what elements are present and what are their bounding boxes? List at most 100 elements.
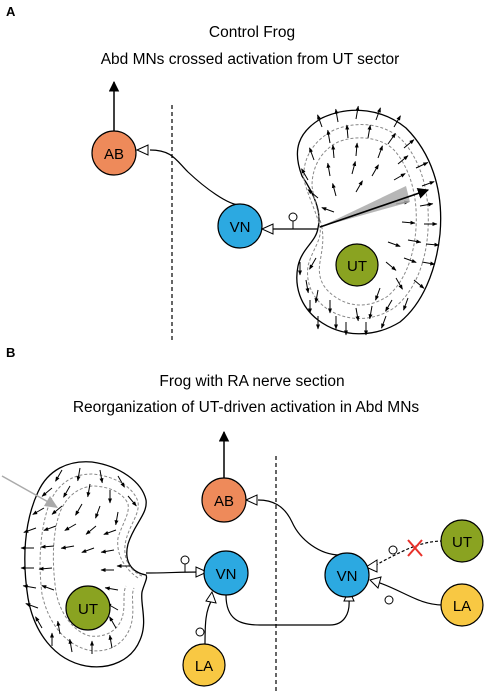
hair-cell-arrow bbox=[415, 162, 429, 169]
hair-cell-arrow bbox=[314, 289, 319, 304]
hair-cell-arrow bbox=[104, 586, 119, 591]
hair-cell-arrow bbox=[413, 279, 425, 289]
panel-a-ganglion-cell bbox=[288, 212, 298, 222]
panel-b-letter: B bbox=[6, 345, 15, 360]
hair-cell-arrow bbox=[35, 616, 43, 629]
hair-cell-arrow bbox=[407, 239, 422, 244]
panel-b-lesion-cross bbox=[407, 539, 423, 557]
panel-b-striola-outer bbox=[39, 473, 143, 652]
panel-b-ut-left-label: UT bbox=[78, 601, 98, 618]
hair-cell-arrow bbox=[108, 634, 113, 649]
panel-b-ganglion-cell-la-left bbox=[195, 627, 205, 637]
hair-cell-arrow bbox=[25, 603, 39, 609]
panel-b-la-right-label: LA bbox=[453, 598, 471, 615]
hair-cell-arrow bbox=[32, 507, 45, 515]
panel-b-ut-right-label: UT bbox=[452, 534, 472, 551]
hair-cell-arrow bbox=[387, 132, 396, 145]
panel-b-subtitle: Reorganization of UT-driven activation i… bbox=[73, 399, 420, 416]
hair-cell-arrow bbox=[109, 616, 117, 629]
hair-cell-arrow bbox=[425, 242, 440, 247]
hair-cell-arrow bbox=[331, 144, 336, 159]
panel-b-ganglion-cell-la-right bbox=[384, 595, 394, 605]
hair-cell-arrow bbox=[345, 124, 350, 139]
hair-cell-arrow bbox=[419, 202, 434, 207]
panel-b-la-left-node bbox=[182, 643, 226, 687]
panel-b-ab-label: AB bbox=[214, 493, 234, 510]
hair-cell-arrow bbox=[127, 495, 137, 507]
panel-a-hair-cell-arrows bbox=[298, 105, 440, 336]
panel-b-ut-right-node bbox=[440, 519, 484, 563]
panel-b-la-left-label: LA bbox=[195, 658, 213, 675]
panel-a-vn-synapse bbox=[260, 223, 274, 235]
hair-cell-arrow bbox=[381, 315, 387, 329]
hair-cell-arrow bbox=[367, 124, 372, 139]
hair-cell-arrow bbox=[387, 241, 401, 247]
hair-cell-arrow bbox=[76, 467, 81, 482]
hair-cell-arrow bbox=[355, 105, 360, 120]
panel-a-sector-vector bbox=[319, 187, 430, 228]
hair-cell-arrow bbox=[403, 257, 417, 263]
panel-a-title: Control Frog bbox=[209, 24, 295, 41]
hair-cell-arrow bbox=[309, 257, 317, 270]
panel-b-la-left-afferent bbox=[204, 597, 214, 646]
hair-cell-arrow bbox=[41, 487, 53, 497]
panel-b-vn-to-ab-axon bbox=[257, 499, 341, 556]
hair-cell-arrow bbox=[38, 566, 53, 571]
hair-cell-arrow bbox=[40, 544, 55, 549]
hair-cell-arrow bbox=[43, 525, 57, 531]
panel-a-striola-outer bbox=[303, 124, 429, 319]
hair-cell-arrow bbox=[60, 545, 75, 550]
hair-cell-arrow bbox=[421, 181, 435, 187]
hair-cell-arrow bbox=[114, 511, 119, 526]
hair-cell-arrow bbox=[56, 620, 61, 635]
hair-cell-arrow bbox=[68, 638, 73, 653]
panel-b-vn-right-label: VN bbox=[337, 568, 358, 585]
panel-b-ab-synapse bbox=[244, 494, 258, 506]
panel-b-incoming-vector bbox=[1, 475, 51, 504]
hair-cell-arrow bbox=[385, 261, 397, 271]
hair-cell-arrow bbox=[385, 299, 393, 312]
hair-cell-arrow bbox=[317, 114, 323, 128]
panel-b-vn-right-node bbox=[324, 552, 370, 598]
panel-b-ganglion-cell-ut-right bbox=[388, 545, 398, 555]
panel-a-ab-label: AB bbox=[104, 146, 124, 163]
hair-cell-arrow bbox=[401, 220, 416, 225]
panel-a-activated-sector bbox=[320, 186, 410, 227]
hair-cell-arrow bbox=[421, 261, 436, 266]
panel-a-ut-label: UT bbox=[347, 258, 367, 275]
panel-b-la-right-afferent bbox=[379, 582, 444, 606]
panel-b-ut-left-node bbox=[65, 585, 111, 631]
panel-a-vn-node bbox=[217, 203, 263, 249]
panel-b-vn-right-ut-synapse bbox=[364, 559, 378, 573]
panel-a-ab-synapse bbox=[135, 144, 149, 156]
hair-cell-arrow bbox=[100, 549, 115, 554]
panel-b-incoming-vector-head bbox=[44, 496, 58, 508]
hair-cell-arrow bbox=[403, 297, 409, 311]
hair-cell-arrow bbox=[393, 173, 406, 181]
hair-cell-arrow bbox=[99, 469, 104, 484]
hair-cell-arrow bbox=[305, 279, 310, 294]
hair-cell-arrow bbox=[117, 475, 125, 488]
hair-cell-arrow bbox=[377, 145, 383, 159]
hair-cell-arrow bbox=[321, 207, 335, 213]
hair-cell-arrow bbox=[41, 585, 55, 591]
panel-b-vn-right-la-synapse bbox=[369, 576, 382, 589]
hair-cell-arrow bbox=[395, 277, 403, 290]
hair-cell-arrow bbox=[309, 147, 315, 161]
hair-cell-arrow bbox=[375, 107, 381, 121]
panel-b-ganglion-cell-left bbox=[180, 555, 190, 565]
hair-cell-arrow bbox=[103, 529, 117, 535]
panel-a-ut-node bbox=[335, 243, 379, 287]
hair-cell-arrow bbox=[403, 139, 415, 149]
panel-b-ut-right-lesioned-afferent bbox=[373, 540, 444, 567]
hair-cell-arrow bbox=[355, 180, 363, 193]
panel-b-hair-cell-arrows bbox=[20, 467, 137, 654]
hair-cell-arrow bbox=[397, 155, 409, 165]
hair-cell-arrow bbox=[301, 168, 309, 181]
hair-cell-arrow bbox=[351, 160, 357, 175]
hair-cell-arrow bbox=[23, 527, 37, 533]
hair-cell-arrow bbox=[63, 485, 71, 498]
panel-b-ab-node bbox=[201, 477, 247, 523]
panel-b-utricle-outline bbox=[24, 461, 148, 668]
